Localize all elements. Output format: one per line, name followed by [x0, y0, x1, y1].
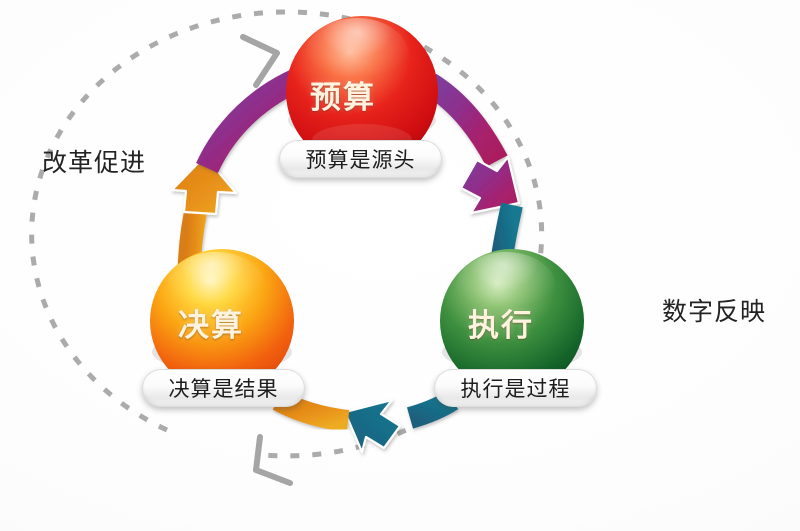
outer-dashed-ring: [29, 9, 545, 486]
node-budget[interactable]: [286, 16, 438, 168]
node-execution[interactable]: [440, 249, 584, 393]
node-caption-budget: 预算是源头: [279, 140, 442, 178]
side-label-left: 改革促进: [42, 148, 147, 177]
side-label-right: 数字反映: [662, 297, 767, 326]
node-caption-execution: 执行是过程: [434, 369, 597, 407]
node-settlement[interactable]: [150, 249, 294, 393]
node-caption-settlement: 决算是结果: [142, 369, 305, 407]
ring-arrowhead-bottom: [253, 434, 293, 486]
ring-arrowhead-top: [240, 34, 280, 88]
